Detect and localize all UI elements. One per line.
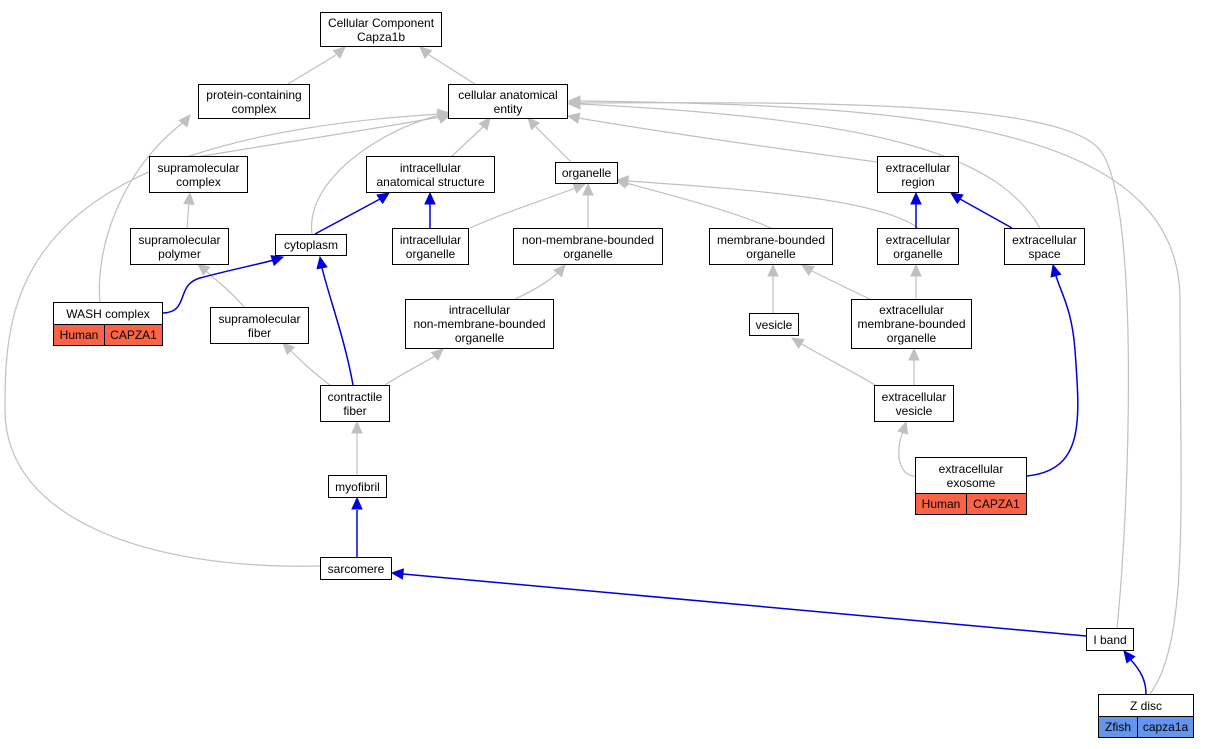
edge-is-a bbox=[195, 116, 441, 158]
node-extracellular-mb-organelle[interactable]: extracellular membrane-bounded organelle bbox=[851, 299, 972, 349]
edge-part-of bbox=[1130, 659, 1147, 695]
edge-arrowhead bbox=[478, 117, 491, 131]
edge-arrowhead bbox=[908, 347, 920, 361]
node-intracellular-organelle[interactable]: intracellular organelle bbox=[392, 228, 469, 265]
edge-part-of bbox=[402, 573, 1087, 637]
edge-is-a bbox=[428, 54, 476, 85]
edge-arrowhead bbox=[332, 46, 346, 59]
edge-arrowhead bbox=[183, 191, 195, 206]
node-extracellular-space[interactable]: extracellular space bbox=[1004, 228, 1085, 265]
node-protein-containing-complex[interactable]: protein-containing complex bbox=[198, 84, 310, 119]
node-i-band[interactable]: I band bbox=[1086, 628, 1134, 651]
node-myofibril[interactable]: myofibril bbox=[328, 475, 387, 498]
node-cellular-anatomical-entity[interactable]: cellular anatomical entity bbox=[448, 84, 568, 119]
edge-arrowhead bbox=[424, 191, 436, 205]
edge-part-of bbox=[314, 198, 381, 235]
edge-arrowhead bbox=[572, 182, 587, 194]
node-extracellular-organelle[interactable]: extracellular organelle bbox=[877, 228, 959, 265]
edge-arrowhead bbox=[800, 264, 815, 276]
edge-arrowhead bbox=[282, 342, 296, 356]
node-intracellular-nmb-organelle[interactable]: intracellular non-membrane-bounded organ… bbox=[405, 299, 554, 349]
edge-arrowhead bbox=[436, 108, 451, 121]
edge-arrowhead bbox=[790, 337, 805, 349]
node-wash-complex[interactable]: WASH complex bbox=[53, 302, 163, 325]
edge-arrowhead bbox=[767, 263, 779, 277]
edge-arrowhead bbox=[582, 182, 594, 196]
edge-arrowhead bbox=[553, 264, 566, 278]
edge-arrowhead bbox=[527, 117, 540, 131]
node-extracellular-exosome[interactable]: extracellular exosome bbox=[915, 457, 1027, 494]
node-supramolecular-fiber[interactable]: supramolecular fiber bbox=[210, 307, 309, 344]
edge-part-of bbox=[321, 267, 354, 386]
edge-is-a bbox=[579, 100, 1182, 695]
edge-arrowhead bbox=[949, 192, 964, 205]
edge-arrowhead bbox=[197, 263, 211, 276]
edge-arrowhead bbox=[910, 191, 922, 205]
edge-arrowhead bbox=[376, 192, 391, 205]
edge-is-a bbox=[311, 114, 441, 235]
edge-is-a bbox=[451, 126, 484, 157]
edge-arrowhead bbox=[1050, 263, 1062, 278]
node-sarcomere[interactable]: sarcomere bbox=[320, 557, 392, 580]
edge-arrowhead bbox=[1123, 650, 1136, 664]
edge-part-of bbox=[959, 198, 1013, 229]
edge-is-a bbox=[535, 126, 572, 163]
annotation-gene-capza1a: capza1a bbox=[1137, 716, 1194, 738]
edge-is-a bbox=[287, 54, 337, 85]
edge-is-a bbox=[469, 187, 576, 229]
annotation-species-human: Human bbox=[915, 493, 967, 515]
edge-part-of bbox=[1026, 275, 1079, 477]
edge-is-a bbox=[384, 355, 436, 386]
edge-is-a bbox=[98, 120, 186, 303]
node-membrane-bounded-organelle[interactable]: membrane-bounded organelle bbox=[709, 228, 833, 265]
node-extracellular-region[interactable]: extracellular region bbox=[877, 156, 959, 193]
edge-is-a bbox=[514, 271, 560, 300]
node-cytoplasm[interactable]: cytoplasm bbox=[275, 234, 347, 256]
node-vesicle[interactable]: vesicle bbox=[749, 313, 799, 336]
node-intracellular-anatomical-structure[interactable]: intracellular anatomical structure bbox=[366, 156, 495, 193]
edge-arrowhead bbox=[419, 46, 433, 59]
node-cellular-component[interactable]: Cellular Component Capza1b bbox=[320, 12, 442, 47]
node-contractile-fiber[interactable]: contractile fiber bbox=[320, 385, 390, 422]
edge-is-a bbox=[579, 103, 1041, 229]
edge-arrowhead bbox=[430, 348, 444, 361]
edge-is-a bbox=[579, 102, 1130, 629]
edge-arrowhead bbox=[351, 496, 363, 510]
edge-is-a bbox=[898, 431, 916, 477]
edge-arrowhead bbox=[897, 420, 909, 435]
edge-is-a bbox=[799, 342, 876, 386]
edge-arrowhead bbox=[910, 263, 922, 277]
edge-arrowhead bbox=[615, 175, 629, 187]
edge-arrowhead bbox=[566, 112, 581, 124]
node-supramolecular-complex[interactable]: supramolecular complex bbox=[149, 156, 248, 193]
edge-part-of bbox=[162, 259, 275, 314]
annotation-gene-capza1: CAPZA1 bbox=[966, 493, 1027, 515]
edge-is-a bbox=[203, 268, 245, 308]
node-organelle[interactable]: organelle bbox=[555, 162, 618, 184]
edge-is-a bbox=[627, 180, 919, 229]
edge-is-a bbox=[625, 182, 772, 229]
node-z-disc[interactable]: Z disc bbox=[1098, 694, 1194, 717]
node-non-membrane-bounded-organelle[interactable]: non-membrane-bounded organelle bbox=[513, 228, 663, 265]
edge-is-a bbox=[809, 269, 871, 300]
edge-arrowhead bbox=[390, 568, 404, 580]
edge-is-a bbox=[186, 202, 190, 229]
edge-arrowhead bbox=[178, 114, 191, 128]
node-supramolecular-polymer[interactable]: supramolecular polymer bbox=[130, 228, 229, 265]
edge-arrowhead bbox=[270, 255, 285, 267]
annotation-species-human: Human bbox=[53, 324, 105, 346]
edge-is-a bbox=[577, 117, 878, 163]
annotation-gene-capza1: CAPZA1 bbox=[104, 324, 163, 346]
node-extracellular-vesicle[interactable]: extracellular vesicle bbox=[874, 385, 954, 422]
edge-arrowhead bbox=[351, 420, 363, 434]
edge-arrowhead bbox=[567, 95, 581, 107]
annotation-species-zfish: Zfish bbox=[1098, 716, 1138, 738]
edge-arrowhead bbox=[316, 255, 328, 270]
edge-is-a bbox=[288, 348, 331, 386]
